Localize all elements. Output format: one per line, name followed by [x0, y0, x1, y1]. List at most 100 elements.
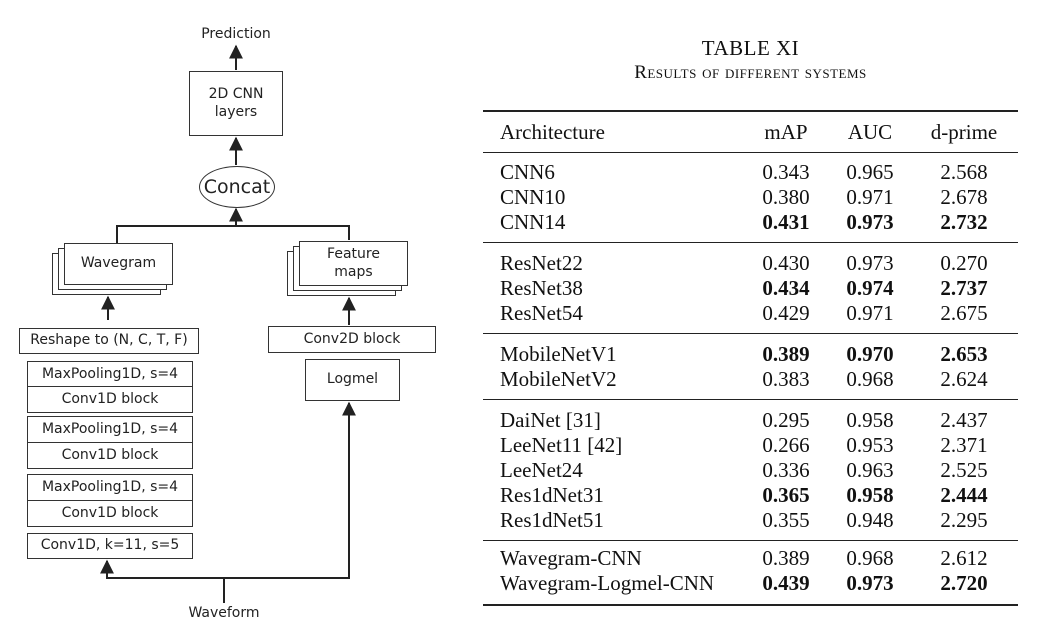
conv1d-block2-box: Conv1D block	[27, 442, 193, 469]
header-architecture: Architecture	[500, 120, 605, 144]
cell-architecture: Res1dNet51	[500, 508, 604, 532]
cell-map: 0.266	[762, 433, 810, 457]
cell-map: 0.355	[762, 508, 810, 532]
cell-auc: 0.973	[846, 210, 894, 234]
cell-auc: 0.968	[846, 367, 894, 391]
header-map: mAP	[764, 120, 808, 144]
cell-architecture: ResNet54	[500, 301, 583, 325]
waveform-label: Waveform	[188, 605, 260, 621]
table-row: LeeNet11 [42] 0.266 0.953 2.371	[483, 433, 1018, 458]
cell-map: 0.389	[762, 342, 810, 366]
table-header-row: Architecture mAP AUC d-prime	[483, 120, 1018, 145]
cell-dprime: 2.720	[940, 571, 988, 595]
cell-dprime: 2.371	[940, 433, 988, 457]
table-row: ResNet54 0.429 0.971 2.675	[483, 301, 1018, 326]
table-row: MobileNetV2 0.383 0.968 2.624	[483, 367, 1018, 392]
table-row: CNN14 0.431 0.973 2.732	[483, 210, 1018, 235]
cell-map: 0.429	[762, 301, 810, 325]
cell-architecture: LeeNet11 [42]	[500, 433, 623, 457]
cell-map: 0.343	[762, 160, 810, 184]
conv1d-first-box: Conv1D, k=11, s=5	[27, 533, 193, 559]
cell-architecture: ResNet22	[500, 251, 583, 275]
cell-dprime: 2.612	[940, 546, 988, 570]
cell-map: 0.434	[762, 276, 810, 300]
cell-map: 0.439	[762, 571, 810, 595]
group-separator	[483, 333, 1018, 334]
cell-architecture: DaiNet [31]	[500, 408, 601, 432]
group-separator	[483, 399, 1018, 400]
cell-dprime: 2.437	[940, 408, 988, 432]
cell-architecture: MobileNetV2	[500, 367, 617, 391]
header-dprime: d-prime	[930, 120, 998, 144]
table-subtitle: Results of different systems	[634, 62, 867, 83]
maxpool1-box: MaxPooling1D, s=4	[27, 361, 193, 388]
cell-map: 0.383	[762, 367, 810, 391]
cell-map: 0.336	[762, 458, 810, 482]
cnn2d-layers-box: 2D CNN layers	[189, 71, 283, 136]
cell-auc: 0.968	[846, 546, 894, 570]
cell-architecture: Res1dNet31	[500, 483, 604, 507]
branch-join-line	[116, 225, 350, 243]
cell-auc: 0.971	[846, 301, 894, 325]
arrow-to-conv1d-first	[100, 559, 224, 579]
cell-dprime: 2.525	[940, 458, 988, 482]
cell-map: 0.431	[762, 210, 810, 234]
table-top-rule	[483, 110, 1018, 112]
cell-dprime: 2.295	[940, 508, 988, 532]
conv2d-block-box: Conv2D block	[268, 326, 436, 353]
cell-map: 0.380	[762, 185, 810, 209]
conv1d-block1-box: Conv1D block	[27, 386, 193, 413]
feature-maps-box: Feature maps	[299, 241, 408, 286]
table-bottom-rule	[483, 604, 1018, 606]
maxpool2-box: MaxPooling1D, s=4	[27, 416, 193, 443]
reshape-box: Reshape to (N, C, T, F)	[19, 328, 199, 354]
cell-architecture: CNN6	[500, 160, 555, 184]
cell-dprime: 2.737	[940, 276, 988, 300]
cell-dprime: 2.568	[940, 160, 988, 184]
cell-auc: 0.958	[846, 408, 894, 432]
cell-map: 0.430	[762, 251, 810, 275]
cell-map: 0.365	[762, 483, 810, 507]
cell-map: 0.389	[762, 546, 810, 570]
cell-dprime: 2.444	[940, 483, 988, 507]
conv1d-block3-box: Conv1D block	[27, 500, 193, 527]
header-auc: AUC	[847, 120, 893, 144]
wavegram-box: Wavegram	[64, 243, 173, 285]
table-row: ResNet22 0.430 0.973 0.270	[483, 251, 1018, 276]
cell-architecture: CNN14	[500, 210, 566, 234]
cell-architecture: Wavegram-Logmel-CNN	[500, 571, 715, 595]
cell-auc: 0.970	[846, 342, 894, 366]
table-row: Res1dNet31 0.365 0.958 2.444	[483, 483, 1018, 508]
cell-dprime: 2.675	[940, 301, 988, 325]
cell-auc: 0.953	[846, 433, 894, 457]
group-separator	[483, 540, 1018, 541]
prediction-label: Prediction	[201, 26, 271, 42]
table-row: Res1dNet51 0.355 0.948 2.295	[483, 508, 1018, 533]
arrow-to-logmel	[224, 401, 356, 579]
cell-map: 0.295	[762, 408, 810, 432]
table-row: DaiNet [31] 0.295 0.958 2.437	[483, 408, 1018, 433]
cell-architecture: CNN10	[500, 185, 566, 209]
cell-auc: 0.963	[846, 458, 894, 482]
cell-dprime: 2.732	[940, 210, 988, 234]
cell-architecture: Wavegram-CNN	[500, 546, 642, 570]
cell-auc: 0.958	[846, 483, 894, 507]
cell-architecture: MobileNetV1	[500, 342, 617, 366]
concat-node: Concat	[199, 166, 275, 208]
cell-auc: 0.965	[846, 160, 894, 184]
cell-dprime: 2.624	[940, 367, 988, 391]
table-title: TABLE XI	[701, 36, 800, 60]
cell-dprime: 2.653	[940, 342, 988, 366]
cell-dprime: 2.678	[940, 185, 988, 209]
table-header-rule	[483, 152, 1018, 153]
cell-auc: 0.974	[846, 276, 894, 300]
cell-auc: 0.973	[846, 251, 894, 275]
cell-auc: 0.948	[846, 508, 894, 532]
table-row: MobileNetV1 0.389 0.970 2.653	[483, 342, 1018, 367]
group-separator	[483, 242, 1018, 243]
cell-dprime: 0.270	[940, 251, 988, 275]
cell-auc: 0.971	[846, 185, 894, 209]
table-row: Wavegram-CNN 0.389 0.968 2.612	[483, 546, 1018, 571]
